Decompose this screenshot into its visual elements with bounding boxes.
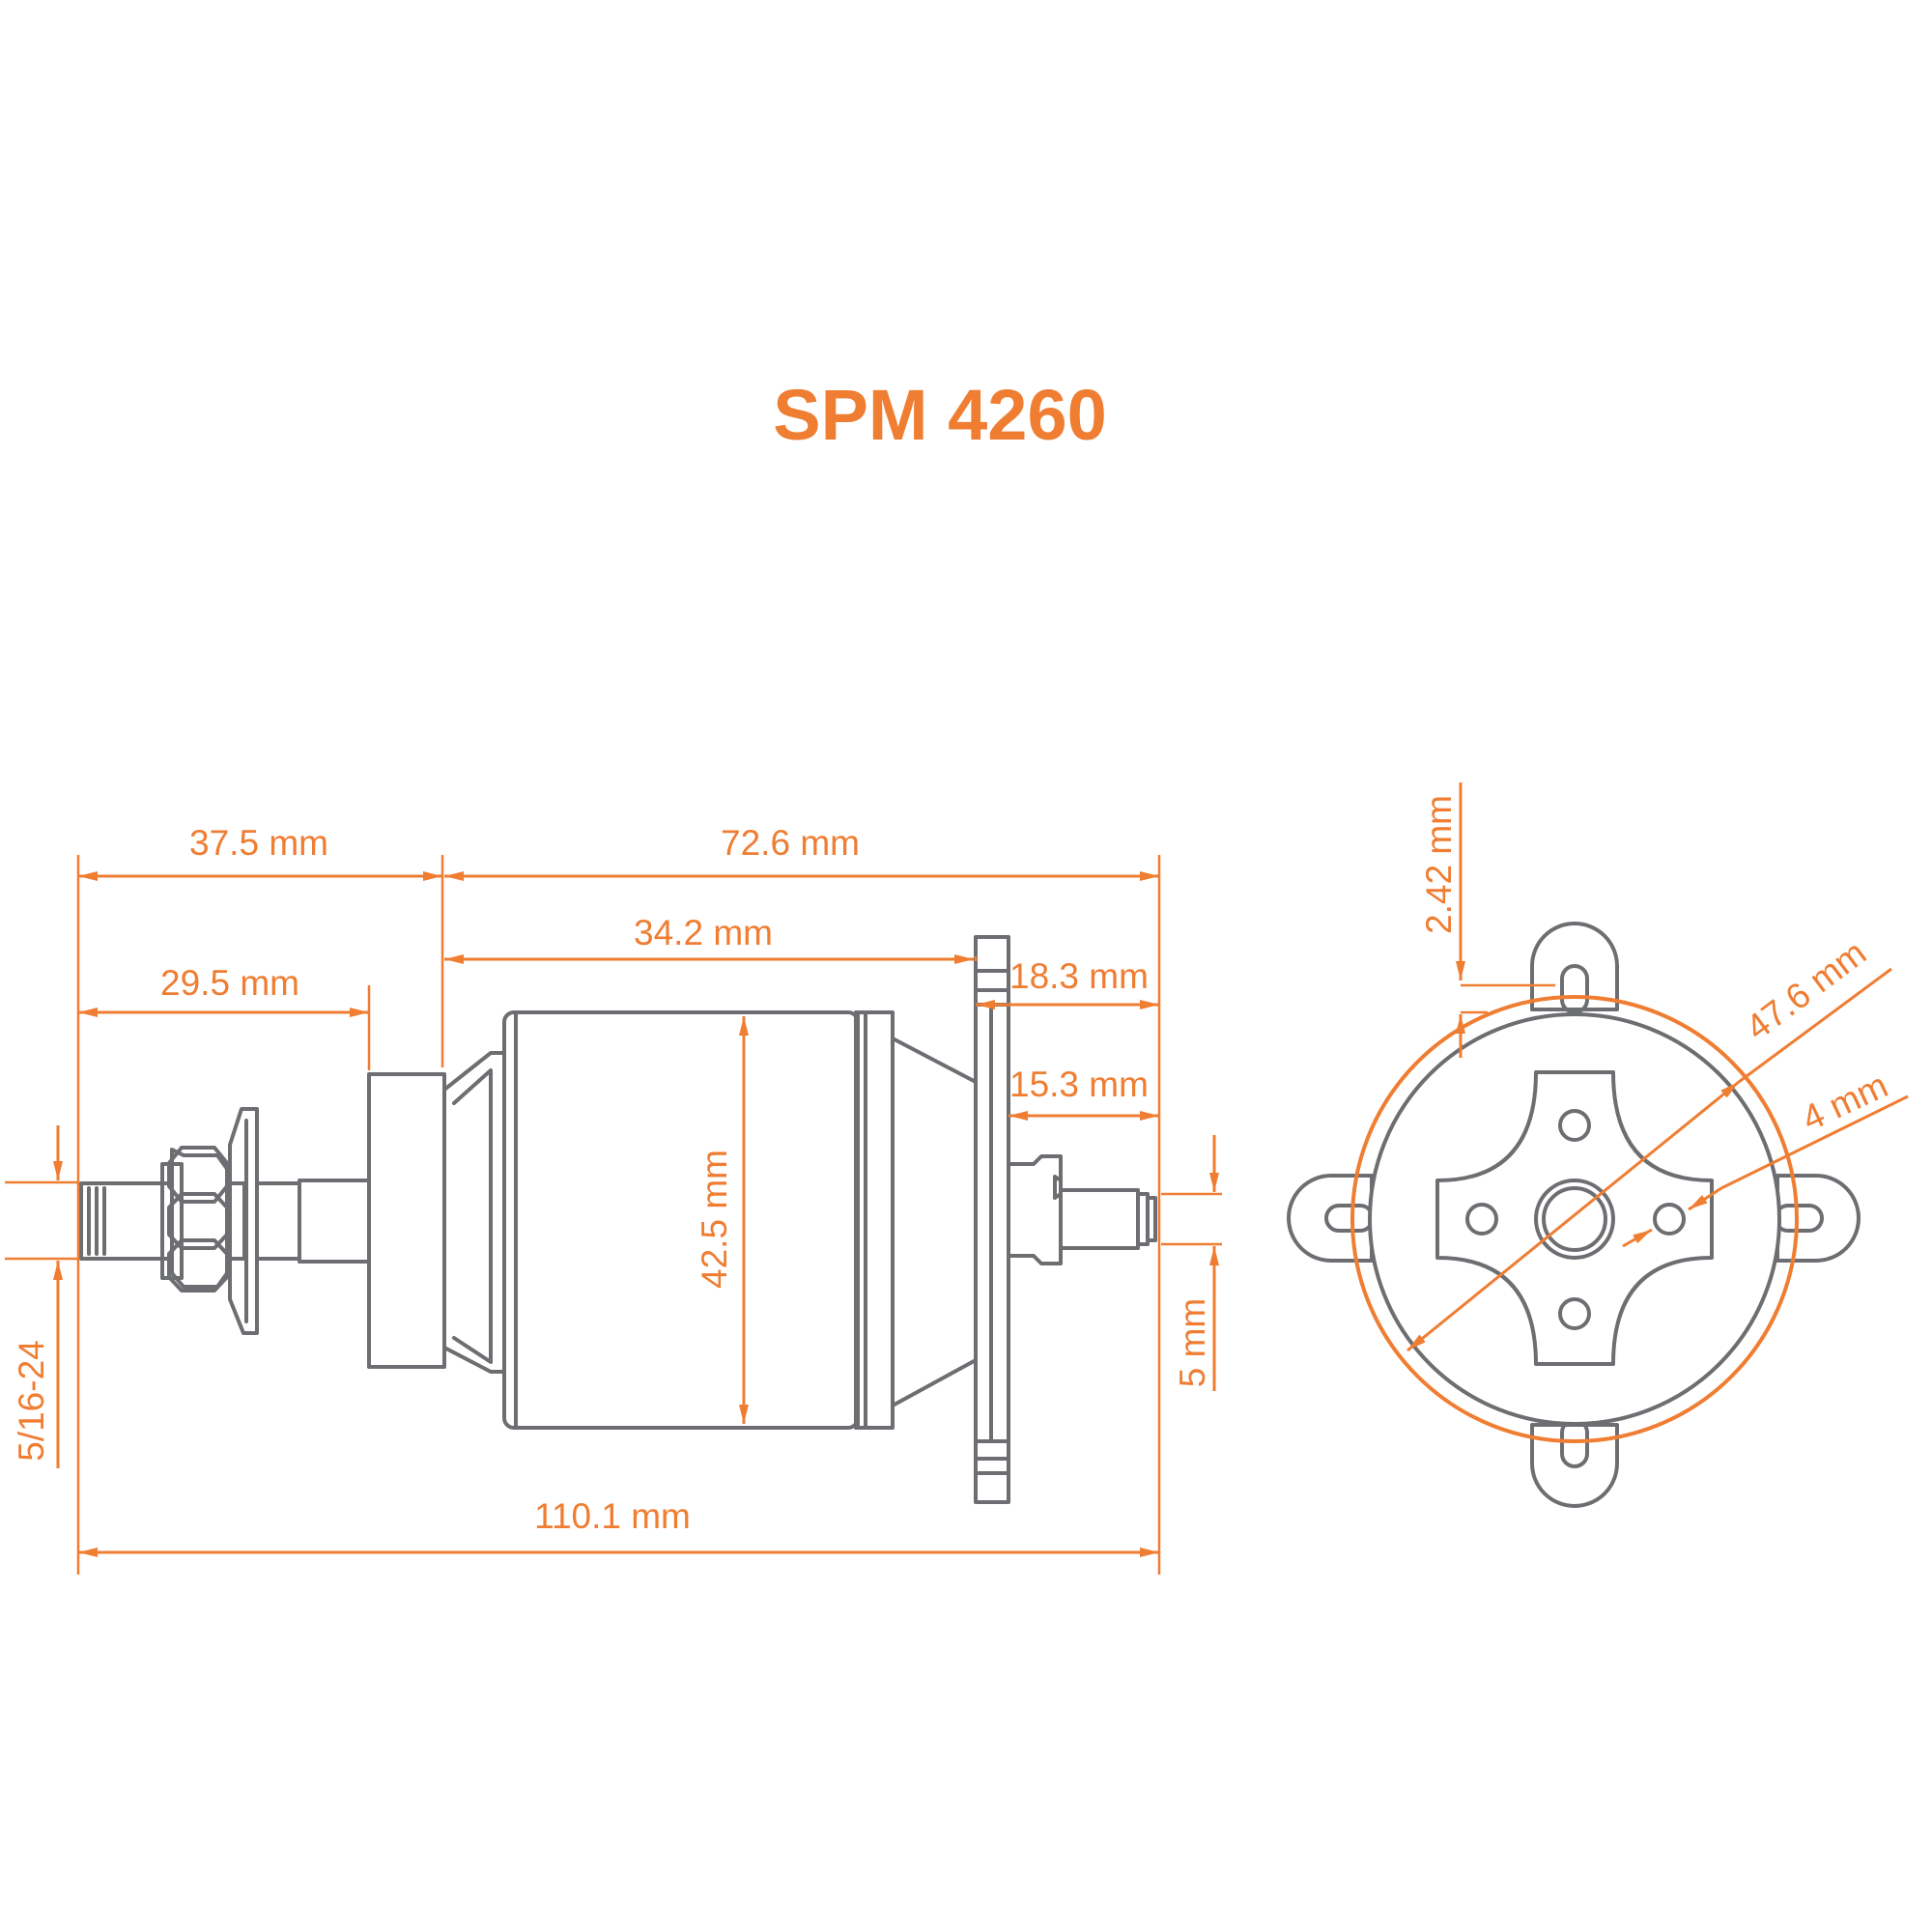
- prop-adapter: [79, 1107, 371, 1335]
- dim-thread: 5/16-24: [12, 1340, 51, 1462]
- dim-34-2: 34.2 mm: [634, 913, 773, 952]
- dim-5: 5 mm: [1173, 1298, 1212, 1388]
- front-bell: [442, 1051, 506, 1374]
- dim-72-6: 72.6 mm: [721, 823, 860, 863]
- dim-15-3: 15.3 mm: [1009, 1065, 1149, 1104]
- dim-37-5: 37.5 mm: [189, 823, 328, 863]
- front-collar: [367, 1072, 446, 1369]
- dim-110-1: 110.1 mm: [534, 1496, 691, 1536]
- dim-29-5: 29.5 mm: [160, 963, 299, 1003]
- outer-diameter-ring: [1350, 995, 1799, 1443]
- mount-tab-right: [1776, 1174, 1861, 1263]
- motor-side-view: [79, 935, 1157, 1504]
- dim-2-42: 2.42 mm: [1419, 795, 1459, 934]
- side-view-dimensions: 37.5 mm 72.6 mm 29.5 mm 34.2 mm 18.3 mm …: [5, 823, 1222, 1575]
- page-title: SPM 4260: [773, 375, 1107, 455]
- mount-plate: [974, 935, 1010, 1504]
- rear-shaft: [1007, 1154, 1157, 1265]
- rear-bell: [891, 1037, 978, 1407]
- dim-42-5: 42.5 mm: [695, 1150, 734, 1289]
- dim-18-3: 18.3 mm: [1009, 956, 1149, 996]
- motor-can: [502, 1010, 860, 1430]
- mount-tab-left: [1287, 1174, 1374, 1263]
